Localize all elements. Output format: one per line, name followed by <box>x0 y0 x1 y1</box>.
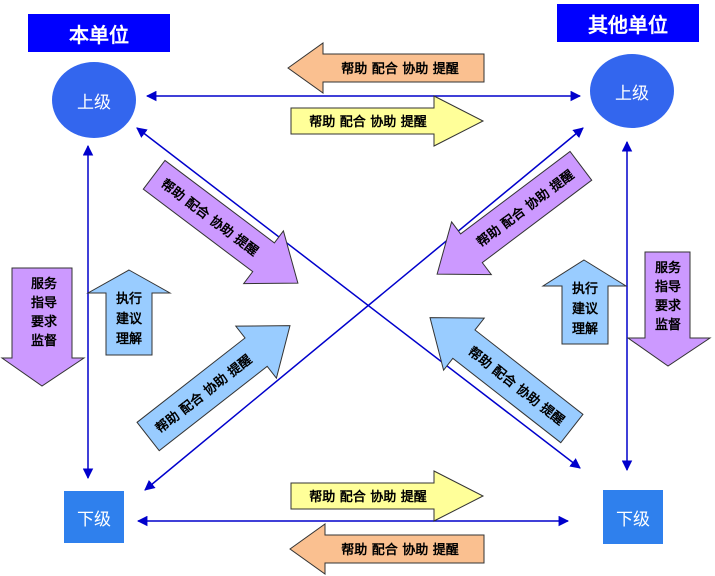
arrow-diagonal-upper-left-label: 帮助 配合 协助 提醒 <box>158 176 262 260</box>
arrow-top-right-pointing: 帮助 配合 协助 提醒 <box>290 95 485 147</box>
arrow-bottom-right-label: 帮助 配合 协助 提醒 <box>309 489 427 505</box>
arrow-top-right-label: 帮助 配合 协助 提醒 <box>309 114 427 130</box>
arrow-diagonal-lower-right-label: 帮助 配合 协助 提醒 <box>465 344 568 429</box>
arrow-bottom-left-label: 帮助 配合 协助 提醒 <box>341 542 459 558</box>
arrow-top-left-pointing: 帮助 配合 协助 提醒 <box>287 42 485 94</box>
node-own-lower: 下级 <box>64 491 124 543</box>
arrow-right-up-line-2: 建议 <box>572 301 599 317</box>
arrow-diagonal-lower-left: 帮助 配合 协助 提醒 <box>136 325 291 452</box>
arrow-right-up-line-3: 理解 <box>572 321 598 337</box>
node-other-upper: 上级 <box>590 54 674 128</box>
header-other-unit: 其他单位 <box>557 4 699 42</box>
arrow-left-up: 执行 建议 理解 <box>86 269 172 356</box>
arrow-right-down-line-1: 服务 <box>655 260 682 276</box>
node-other-lower: 下级 <box>603 490 663 544</box>
line-diagonal-up <box>144 127 584 491</box>
arrow-left-up-line-2: 建议 <box>116 311 143 327</box>
arrow-right-up: 执行 建议 理解 <box>541 259 628 345</box>
arrow-diagonal-upper-left: 帮助 配合 协助 提醒 <box>142 159 299 285</box>
arrow-bottom-left-pointing: 帮助 配合 协助 提醒 <box>289 523 485 575</box>
arrow-right-down-line-4: 监督 <box>655 317 681 333</box>
arrow-right-down-line-3: 要求 <box>655 298 682 314</box>
arrow-left-down-line-2: 指导 <box>31 295 57 311</box>
arrow-bottom-right-pointing: 帮助 配合 协助 提醒 <box>290 470 485 522</box>
arrow-left-down-line-3: 要求 <box>31 314 58 330</box>
header-own-unit: 本单位 <box>28 14 170 52</box>
arrow-right-down: 服务 指导 要求 监督 <box>626 251 712 367</box>
arrow-top-left-label: 帮助 配合 协助 提醒 <box>341 61 459 77</box>
arrow-left-down-line-1: 服务 <box>31 276 58 292</box>
node-own-upper: 上级 <box>52 62 136 138</box>
arrow-left-down-line-4: 监督 <box>31 333 57 349</box>
arrow-right-up-line-1: 执行 <box>572 281 598 297</box>
arrow-right-down-line-2: 指导 <box>655 279 681 295</box>
arrow-left-down: 服务 指导 要求 监督 <box>0 267 86 387</box>
arrow-diagonal-upper-right-label: 帮助 配合 协助 提醒 <box>474 167 578 251</box>
arrow-left-up-line-3: 理解 <box>116 331 142 347</box>
arrow-diagonal-lower-left-label: 帮助 配合 协助 提醒 <box>153 352 256 437</box>
arrow-left-up-line-1: 执行 <box>116 291 142 307</box>
